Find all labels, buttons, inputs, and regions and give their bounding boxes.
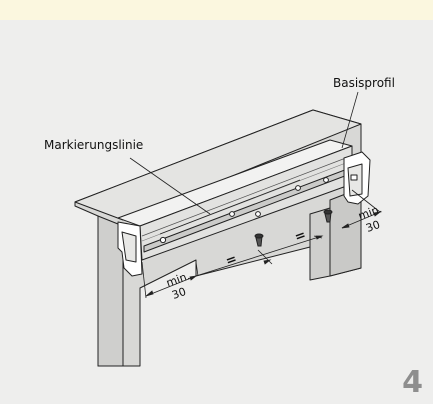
- frame-top-face: [74, 109, 362, 221]
- dimension-line-middle: [195, 235, 323, 277]
- top-bar: [0, 0, 433, 20]
- dimension-line-left: [145, 275, 197, 297]
- label-marking-line: Markierungslinie: [44, 138, 144, 152]
- marking-line: [159, 179, 301, 235]
- label-base-profile: Basisprofil: [333, 76, 395, 90]
- step-number: 4: [402, 365, 423, 400]
- frame-left-jamb: [97, 215, 124, 367]
